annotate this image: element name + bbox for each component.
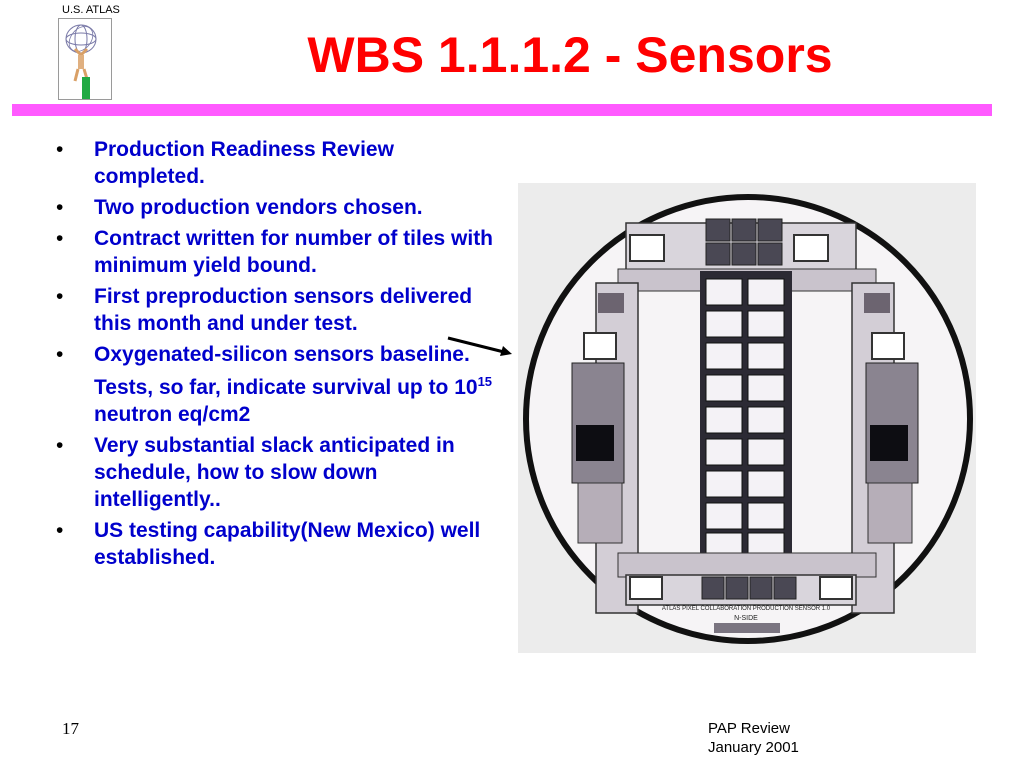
wafer-side-label: N-SIDE: [734, 615, 758, 622]
page-title: WBS 1.1.1.2 - Sensors: [307, 27, 833, 83]
bullet-text: Production Readiness Review completed.: [94, 138, 394, 188]
footer-info: PAP Review January 2001: [708, 719, 799, 757]
bullet-text: Two production vendors chosen.: [94, 196, 423, 219]
bullet-icon: •: [56, 343, 64, 366]
footer-event: PAP Review: [708, 720, 790, 737]
wafer-caption: ATLAS PIXEL COLLABORATION PRODUCTION SEN…: [662, 606, 831, 612]
bullet-item: • Oxygenated-silicon sensors baseline. Te…: [56, 341, 496, 428]
bullet-item: • US testing capability(New Mexico) well …: [56, 517, 496, 571]
sensor-wafer-image: ATLAS PIXEL COLLABORATION PRODUCTION SEN…: [518, 183, 976, 653]
bullet-text: Oxygenated-silicon sensors baseline. Tes…: [94, 343, 478, 399]
title-rule: [12, 104, 992, 116]
bullet-text: US testing capability(New Mexico) well e…: [94, 519, 481, 569]
bullet-text: Very substantial slack anticipated in sc…: [94, 434, 455, 511]
bullet-icon: •: [56, 285, 64, 308]
bullet-item: • Contract written for number of tiles wi…: [56, 225, 496, 279]
org-label: U.S. ATLAS: [62, 4, 120, 16]
page-number: 17: [62, 719, 79, 738]
pointer-arrow-icon: [447, 336, 512, 356]
bullet-superscript: 15: [477, 374, 493, 389]
bullet-icon: •: [56, 138, 64, 161]
bullet-icon: •: [56, 434, 64, 457]
bullet-text: First preproduction sensors delivered th…: [94, 285, 473, 335]
bullet-text-suffix: neutron eq/cm2: [94, 403, 251, 426]
bullet-item: • Two production vendors chosen.: [56, 194, 496, 221]
bullet-item: • Production Readiness Review completed.: [56, 136, 496, 190]
bullet-item: • Very substantial slack anticipated in s…: [56, 432, 496, 513]
bullet-icon: •: [56, 227, 64, 250]
bullet-icon: •: [56, 196, 64, 219]
bullet-item: • First preproduction sensors delivered t…: [56, 283, 496, 337]
footer-date: January 2001: [708, 739, 799, 756]
bullet-text: Contract written for number of tiles wit…: [94, 227, 494, 277]
atlas-logo: [58, 18, 112, 100]
bullet-icon: •: [56, 519, 64, 542]
bullet-list: •Production Readiness Review completed. …: [56, 136, 496, 575]
